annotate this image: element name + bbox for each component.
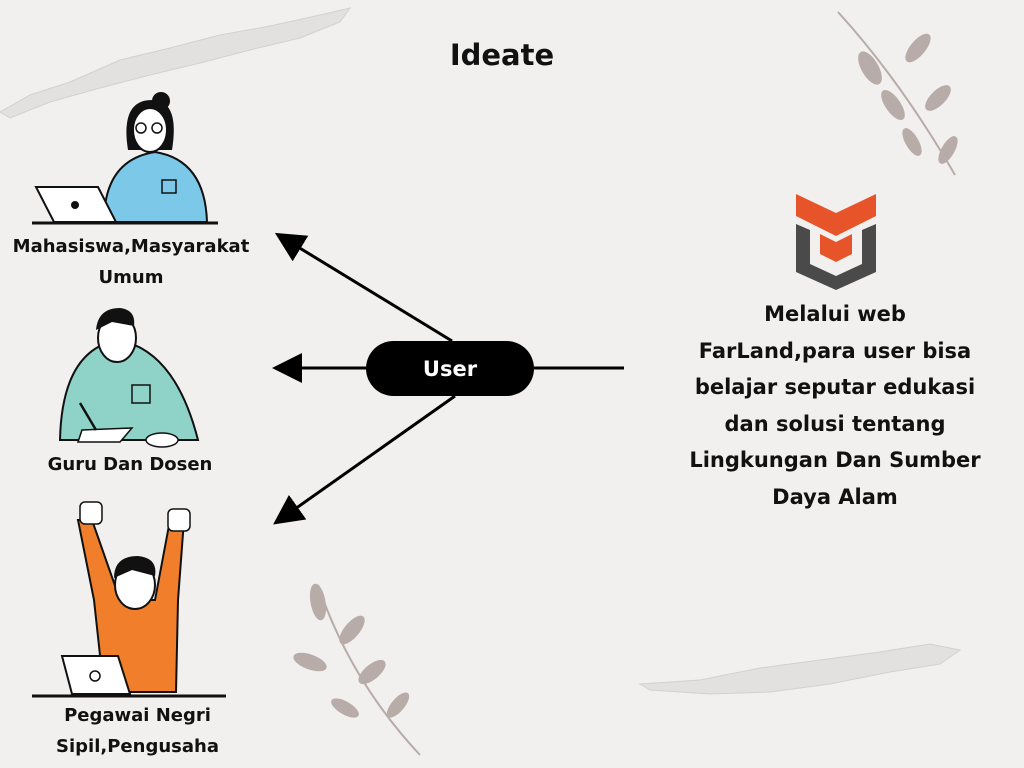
persona-label-professional-text: Pegawai Negri Sipil,Pengusaha (56, 705, 219, 757)
persona-illustration-teacher (58, 308, 200, 448)
persona-label-teacher: Guru Dan Dosen (30, 449, 230, 480)
torn-paper-bottom-right (638, 643, 962, 695)
arrow-to-mahasiswa (274, 232, 453, 343)
persona-label-student-text: Mahasiswa,Masyarakat Umum (12, 236, 250, 288)
persona-illustration-student (32, 92, 218, 225)
persona-label-teacher-text: Guru Dan Dosen (47, 454, 213, 475)
arrow-to-pegawai (273, 394, 456, 525)
torn-paper-top-left (0, 7, 352, 119)
leaf-sprig-top-right (837, 11, 958, 176)
farland-logo-icon (796, 194, 876, 290)
page-title: Ideate (449, 38, 555, 72)
user-node-label: User (422, 356, 478, 381)
leaf-sprig-bottom-center (293, 583, 421, 756)
persona-label-student: Mahasiswa,Masyarakat Umum (6, 231, 256, 293)
user-node: User (366, 341, 534, 396)
persona-illustration-professional (32, 501, 226, 698)
description-text: Melalui web FarLand,para user bisa belaj… (689, 302, 981, 509)
persona-label-professional: Pegawai Negri Sipil,Pengusaha (40, 700, 235, 762)
